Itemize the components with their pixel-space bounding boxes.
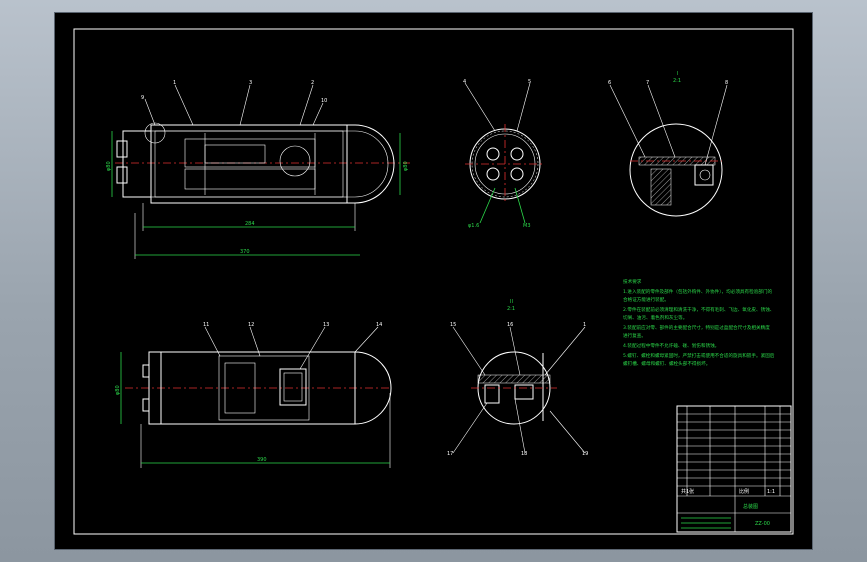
top-view-dim-overall: 370: [240, 249, 250, 255]
svg-text:7: 7: [646, 80, 649, 86]
end-view[interactable]: 4 5 φ1.6 M3: [463, 79, 545, 229]
top-assembly-view[interactable]: 284 370 φ80 φ80 9 1 3 2 10: [106, 80, 410, 259]
svg-text:9: 9: [141, 95, 144, 101]
svg-text:1: 1: [583, 322, 586, 328]
title-block-green-rows: [681, 517, 731, 529]
svg-text:3: 3: [249, 80, 252, 86]
notes-title: 技术要求: [623, 278, 642, 285]
detail-ii-label: II: [510, 299, 513, 305]
note-line: 1.进入装配的零件及部件（包括外购件、外协件），均必须具有检验部门的: [623, 288, 772, 295]
note-line: 4.装配过程中零件不允许磕、碰、划伤和锈蚀。: [623, 342, 719, 349]
end-view-dim-b: M3: [523, 223, 531, 229]
note-line: 3.装配前应对零、部件的主要配合尺寸，特别是过盈配合尺寸及相关精度: [623, 324, 770, 331]
cad-drawing-viewport[interactable]: 284 370 φ80 φ80 9 1 3 2 10: [55, 13, 812, 549]
svg-text:11: 11: [203, 322, 209, 328]
cad-drawing-canvas[interactable]: 284 370 φ80 φ80 9 1 3 2 10: [55, 13, 812, 549]
top-view-dim-inner: 284: [245, 221, 255, 227]
note-line: 合格证方能进行装配。: [623, 296, 669, 303]
svg-text:18: 18: [521, 451, 527, 457]
title-block-drawing-no: ZZ-00: [755, 521, 770, 527]
bottom-assembly-view[interactable]: 390 φ80 11 12 13 14: [115, 322, 392, 468]
title-block-title: 总装图: [743, 503, 758, 510]
detail-ii-scale: 2:1: [507, 306, 515, 312]
svg-text:8: 8: [725, 80, 728, 86]
drawing-outer-border: [73, 28, 794, 535]
top-view-dim-height: φ80: [106, 161, 112, 171]
note-line: 切屑、油污、着色剂和灰尘等。: [623, 314, 687, 321]
svg-text:4: 4: [463, 79, 466, 85]
note-line: 5.螺钉、螺栓和螺母紧固时，严禁打击或使用不合适的旋具和扳手。紧固后: [623, 352, 775, 359]
svg-text:17: 17: [447, 451, 453, 457]
svg-text:1: 1: [173, 80, 176, 86]
svg-text:16: 16: [507, 322, 513, 328]
detail-i-scale: 2:1: [673, 78, 681, 84]
top-view-callouts: 9 1 3 2 10: [141, 80, 327, 126]
svg-text:5: 5: [528, 79, 531, 85]
title-block-scale-label: 比例: [739, 488, 749, 495]
svg-text:15: 15: [450, 322, 456, 328]
note-line: 进行复查。: [623, 332, 646, 339]
detail-view-i[interactable]: I 2:1 6 7 8: [608, 71, 728, 217]
svg-text:14: 14: [376, 322, 382, 328]
svg-text:19: 19: [582, 451, 588, 457]
svg-text:10: 10: [321, 98, 327, 104]
title-block-scale: 1:1: [767, 489, 775, 495]
detail-view-ii[interactable]: II 2:1 15 16 1 17 18 19: [447, 299, 588, 457]
top-view-dim-height2: φ80: [403, 161, 409, 171]
title-block-sheet: 共1张: [681, 488, 694, 495]
bottom-view-dim-height: φ80: [115, 385, 121, 395]
svg-text:13: 13: [323, 322, 329, 328]
svg-text:12: 12: [248, 322, 254, 328]
note-line: 螺钉槽、螺母和螺钉、螺栓头部不得损坏。: [623, 360, 710, 367]
end-view-dim-a: φ1.6: [468, 223, 479, 229]
svg-text:6: 6: [608, 80, 611, 86]
bottom-view-callouts: 11 12 13 14: [203, 322, 382, 370]
note-line: 2.零件在装配前必须清理和清洗干净，不得有毛刺、飞边、氧化皮、锈蚀、: [623, 306, 774, 313]
detail-i-label: I: [677, 71, 678, 77]
technical-notes: 技术要求 1.进入装配的零件及部件（包括外购件、外协件），均必须具有检验部门的 …: [623, 278, 775, 367]
svg-text:2: 2: [311, 80, 314, 86]
bottom-view-dim-overall: 390: [257, 457, 267, 463]
title-block[interactable]: 总装图 ZZ-00 比例 1:1 共1张: [676, 405, 792, 533]
